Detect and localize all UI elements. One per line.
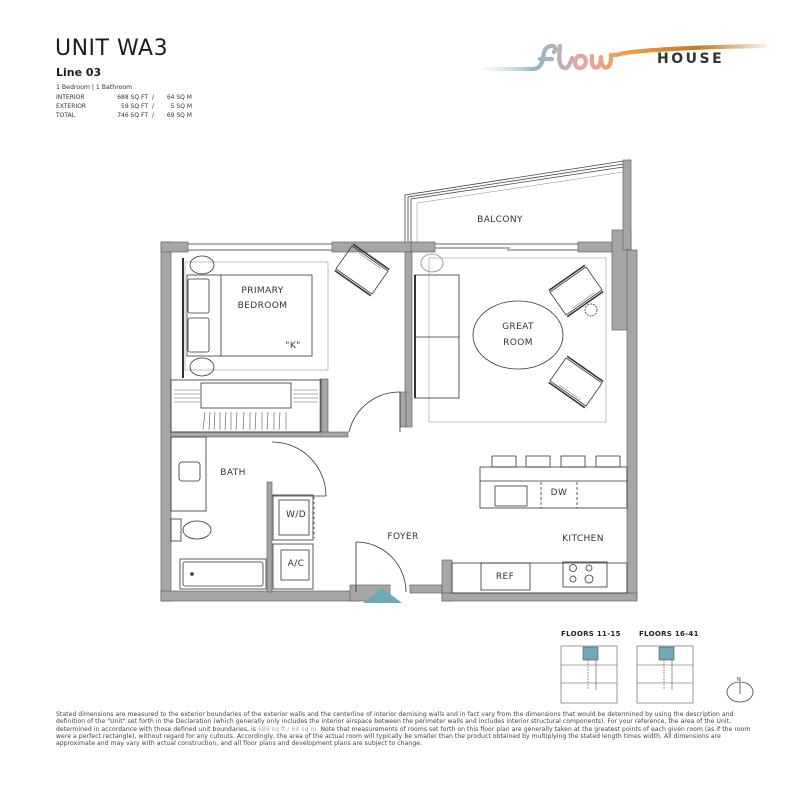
kitchen-island <box>479 466 628 509</box>
nightstand <box>189 255 215 275</box>
label-great-room-1: GREAT <box>502 322 534 332</box>
bedroom-rug <box>184 261 329 371</box>
ac-unit <box>280 549 310 581</box>
area-sqft: 688 SQ FT <box>117 94 148 101</box>
entry-door-swing <box>355 541 407 593</box>
great-room-chair <box>548 355 604 409</box>
area-sqft: 59 SQ FT <box>121 103 148 110</box>
bedroom-chair <box>334 243 390 297</box>
line-label: Line 03 <box>56 66 102 79</box>
area-label: EXTERIOR <box>56 103 87 110</box>
balcony-railing <box>404 159 631 242</box>
bathtub <box>179 558 267 590</box>
kitchen-counter <box>451 562 628 594</box>
bar-stool <box>491 455 517 468</box>
area-label: TOTAL <box>56 112 76 119</box>
closet <box>170 379 322 433</box>
washer-dryer <box>278 499 310 536</box>
coffee-table <box>472 300 564 370</box>
sink <box>178 461 201 482</box>
area-sqft: 746 SQ FT <box>117 112 148 119</box>
plant <box>420 253 444 273</box>
walls <box>160 159 638 602</box>
logo-wordmark: HOUSE <box>657 51 725 67</box>
disclaimer-text: Stated dimensions are measured to the ex… <box>56 711 756 747</box>
ac-closet <box>272 543 314 590</box>
label-bath: BATH <box>220 468 246 478</box>
label-refrigerator: REF <box>495 572 515 582</box>
refrigerator <box>480 562 531 591</box>
keyplan-floors-11-15 <box>560 645 618 704</box>
bath-door-swing <box>271 441 327 497</box>
label-balcony: BALCONY <box>477 215 523 225</box>
label-primary-bedroom-2: BEDROOM <box>237 301 288 311</box>
area-row-exterior: EXTERIOR 59 SQ FT / 5 SQ M <box>56 103 192 110</box>
great-room-chair <box>548 264 604 318</box>
disclaimer-part-1: Stated dimensions are measured to the ex… <box>56 711 734 733</box>
area-row-interior: INTERIOR 688 SQ FT / 64 SQ M <box>56 94 192 101</box>
disclaimer-part-2: Note that measurements of rooms set fort… <box>56 725 751 748</box>
wd-closet <box>272 494 314 541</box>
label-bed-size: "K" <box>285 341 301 351</box>
area-separator: / <box>151 112 155 119</box>
bar-stool <box>560 455 586 468</box>
entry-marker-icon <box>363 588 402 603</box>
area-separator: / <box>151 103 155 110</box>
keyplan-floors-16-41 <box>636 645 694 704</box>
area-sqm: 69 SQ M <box>166 112 192 119</box>
great-room-rug <box>428 257 607 423</box>
unit-title: UNIT WA3 <box>55 36 169 61</box>
bar-stool <box>595 455 621 468</box>
area-sqm: 5 SQ M <box>170 103 192 110</box>
cooktop <box>562 561 608 588</box>
sofa <box>414 274 460 399</box>
label-dishwasher: DW <box>550 488 568 498</box>
label-primary-bedroom-1: PRIMARY <box>241 286 284 296</box>
kitchen-sink <box>494 485 528 507</box>
nightstand <box>189 357 215 377</box>
keyplan-label-16-41: FLOORS 16-41 <box>639 630 699 638</box>
keyplan-label-11-15: FLOORS 11-15 <box>561 630 621 638</box>
compass-north-label: N <box>737 677 741 683</box>
label-washer-dryer: W/D <box>285 510 307 520</box>
bar-stool <box>525 455 551 468</box>
bed-bath-summary: 1 Bedroom | 1 Bathroom <box>56 84 133 91</box>
toilet <box>182 520 212 540</box>
area-separator: / <box>151 94 155 101</box>
area-label: INTERIOR <box>56 94 85 101</box>
compass-icon <box>726 681 754 703</box>
logo-flow-script <box>482 43 768 72</box>
label-great-room-2: ROOM <box>503 338 533 348</box>
disclaimer-area-highlight: 686 sq ft / 64 sq m. <box>258 725 319 733</box>
bedroom-door-swing <box>348 391 401 433</box>
area-row-total: TOTAL 746 SQ FT / 69 SQ M <box>56 112 192 119</box>
label-ac: A/C <box>287 559 305 569</box>
label-foyer: FOYER <box>387 532 419 542</box>
side-table <box>584 303 598 317</box>
king-bed <box>186 274 313 357</box>
bath-vanity <box>170 436 207 512</box>
label-kitchen: KITCHEN <box>562 534 604 544</box>
flow-house-logo <box>482 43 768 72</box>
area-sqm: 64 SQ M <box>166 94 192 101</box>
